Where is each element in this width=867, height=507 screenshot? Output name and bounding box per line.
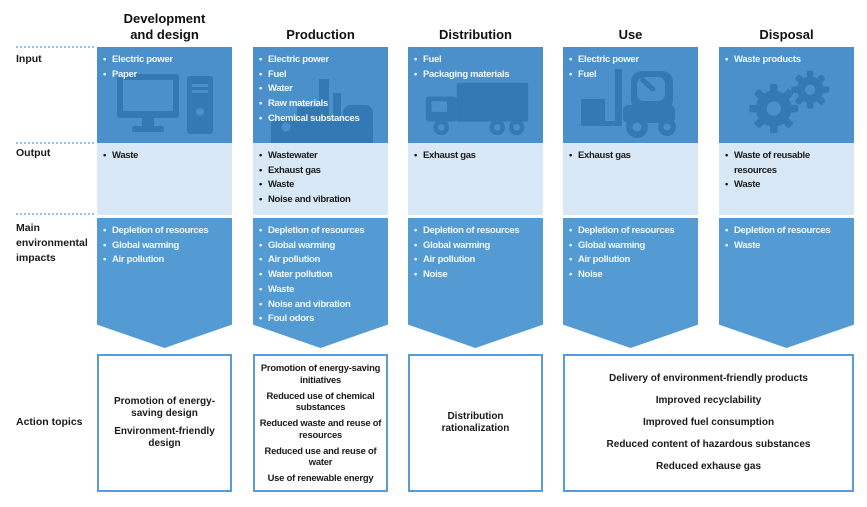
impact-item: Air pollution xyxy=(569,253,696,268)
impact-item: Noise xyxy=(569,268,696,283)
output-item: Waste xyxy=(103,149,230,164)
action-item: Improved recyclability xyxy=(655,395,762,406)
action-item: Promotion of energy-saving initiatives xyxy=(260,362,381,385)
output-item: Exhaust gas xyxy=(569,149,696,164)
impact-item: Water pollution xyxy=(259,268,386,283)
column-header: Production xyxy=(286,26,355,42)
output-item: Wastewater xyxy=(259,149,386,164)
input-box: Electric power Fuel Water Raw materials … xyxy=(253,47,388,143)
output-box: Wastewater Exhaust gas Waste Noise and v… xyxy=(253,143,388,215)
impacts-arrow: Depletion of resources Global warming Ai… xyxy=(97,218,232,348)
output-item: Exhaust gas xyxy=(414,149,541,164)
output-item: Waste of reusable resources xyxy=(725,149,852,178)
impact-item: Depletion of resources xyxy=(725,224,852,239)
impacts-arrow: Depletion of resources Global warming Ai… xyxy=(563,218,698,348)
action-topics-box: Promotion of energy-saving design Enviro… xyxy=(97,354,232,492)
action-item: Distribution rationalization xyxy=(441,411,510,434)
action-item: Reduced content of hazardous substances xyxy=(606,439,811,450)
impact-item: Noise xyxy=(414,268,541,283)
column-development: Development and design Electric power Pa… xyxy=(97,0,232,507)
impact-item: Air pollution xyxy=(103,253,230,268)
impact-item: Air pollution xyxy=(414,253,541,268)
action-item: Improved fuel consumption xyxy=(642,417,775,428)
row-label-input: Input xyxy=(16,53,42,65)
action-item: Reduced use of chemical substances xyxy=(266,389,375,413)
column-use: Use Electric power Fuel Exhaust gas xyxy=(563,0,698,507)
action-item: Delivery of environment-friendly product… xyxy=(609,373,808,384)
impact-item: Depletion of resources xyxy=(414,224,541,239)
impact-item: Global warming xyxy=(414,239,541,254)
output-item: Exhaust gas xyxy=(259,164,386,179)
row-label-impacts: Main environmental impacts xyxy=(16,222,88,265)
impacts-arrow: Depletion of resources Waste xyxy=(719,218,854,348)
action-item: Reduced use and reuse of water xyxy=(264,444,377,468)
impact-item: Global warming xyxy=(569,239,696,254)
action-topics-box: Distribution rationalization xyxy=(408,354,543,492)
impact-item: Waste xyxy=(259,283,386,298)
input-item: Raw materials xyxy=(259,97,386,112)
row-label-actions: Action topics xyxy=(16,416,83,428)
input-box: Electric power Paper xyxy=(97,47,232,143)
column-header: Use xyxy=(618,26,643,42)
impacts-arrow: Depletion of resources Global warming Ai… xyxy=(253,218,388,348)
column-header: Distribution xyxy=(439,26,512,42)
output-box: Waste xyxy=(97,143,232,215)
impact-item: Depletion of resources xyxy=(103,224,230,239)
column-header: Disposal xyxy=(759,26,814,42)
input-box: Fuel Packaging materials xyxy=(408,47,543,143)
impact-item: Global warming xyxy=(103,239,230,254)
action-item: Promotion of energy-saving design xyxy=(113,396,216,419)
output-box: Exhaust gas xyxy=(563,143,698,215)
action-topics-box-merged: Delivery of environment-friendly product… xyxy=(563,354,854,492)
impact-item: Depletion of resources xyxy=(259,224,386,239)
row-label-output: Output xyxy=(16,147,51,159)
input-item: Electric power xyxy=(259,53,386,68)
gears-icon xyxy=(749,70,830,134)
computer-icon xyxy=(117,74,213,134)
output-item: Waste xyxy=(259,178,386,193)
input-item: Electric power xyxy=(103,53,230,68)
impact-item: Air pollution xyxy=(259,253,386,268)
input-item: Water xyxy=(259,82,386,97)
truck-icon xyxy=(425,82,529,136)
input-box: Electric power Fuel xyxy=(563,47,698,143)
column-distribution: Distribution Fuel Packaging materials Ex… xyxy=(408,0,543,507)
input-item: Packaging materials xyxy=(414,68,541,83)
output-item: Noise and vibration xyxy=(259,193,386,208)
input-item: Fuel xyxy=(569,68,696,83)
column-disposal: Disposal Waste products Wa xyxy=(719,0,854,507)
input-box: Waste products xyxy=(719,47,854,143)
dotted-separator xyxy=(16,142,94,144)
impact-item: Global warming xyxy=(259,239,386,254)
action-item: Environment-friendly design xyxy=(114,426,215,449)
input-item: Chemical substances xyxy=(259,112,386,127)
output-box: Waste of reusable resources Waste xyxy=(719,143,854,215)
action-item: Reduced waste and reuse of resources xyxy=(259,417,382,440)
action-topics-box: Promotion of energy-saving initiatives R… xyxy=(253,354,388,492)
input-item: Fuel xyxy=(259,68,386,83)
column-production: Production Electric power Fuel Water Raw… xyxy=(253,0,388,507)
output-box: Exhaust gas xyxy=(408,143,543,215)
impact-item: Noise and vibration xyxy=(259,298,386,313)
dotted-separator xyxy=(16,213,94,215)
column-header: Development and design xyxy=(123,10,206,42)
impact-item: Waste xyxy=(725,239,852,254)
input-item: Fuel xyxy=(414,53,541,68)
input-item: Paper xyxy=(103,68,230,83)
impact-item: Foul odors xyxy=(259,312,386,327)
impacts-arrow: Depletion of resources Global warming Ai… xyxy=(408,218,543,348)
input-item: Waste products xyxy=(725,53,852,68)
action-item: Use of renewable energy xyxy=(267,472,374,484)
input-item: Electric power xyxy=(569,53,696,68)
impact-item: Depletion of resources xyxy=(569,224,696,239)
output-item: Waste xyxy=(725,178,852,193)
dotted-separator xyxy=(16,46,94,48)
action-item: Reduced exhause gas xyxy=(655,461,762,472)
